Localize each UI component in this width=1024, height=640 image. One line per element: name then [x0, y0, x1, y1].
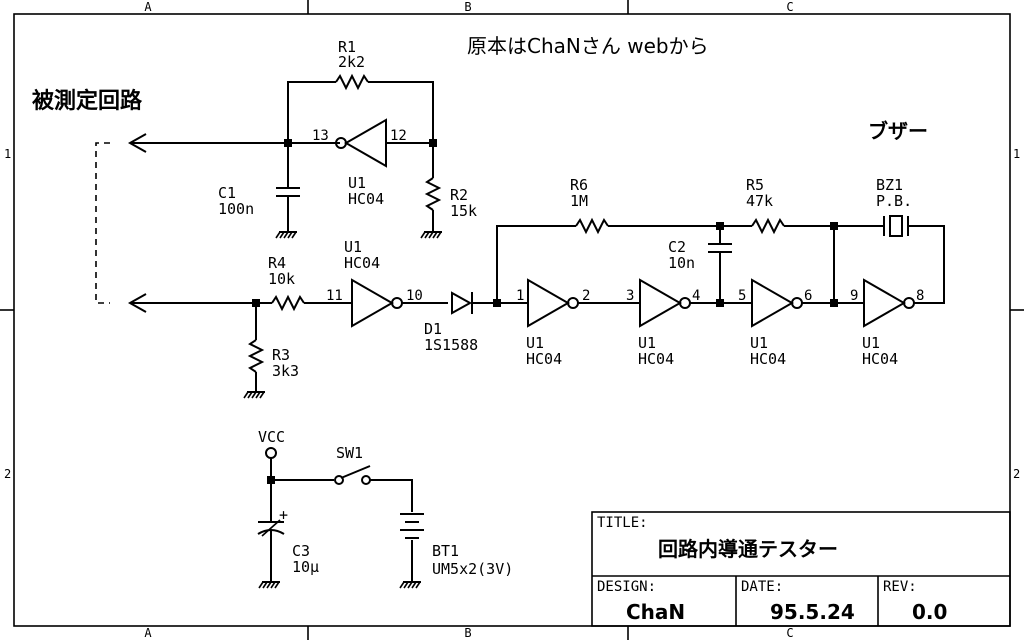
g1-pin-out: 12 [390, 128, 407, 144]
sw1-ref: SW1 [336, 444, 363, 462]
ground-icon [399, 581, 421, 589]
c3-capacitor [257, 519, 285, 582]
g5-type: HC04 [750, 350, 786, 368]
border-row-1-right: 1 [1013, 147, 1020, 161]
g2-ref: U1 [344, 238, 362, 256]
ground-symbols [243, 231, 442, 589]
r4-ref: R4 [268, 254, 286, 272]
c1-value: 100n [218, 200, 254, 218]
g4-type: HC04 [638, 350, 674, 368]
gate-u1-12-13 [335, 118, 433, 168]
bt1-ref: BT1 [432, 542, 459, 560]
r5-ref: R5 [746, 176, 764, 194]
border-col-c-top: C [786, 0, 793, 14]
dut-heading: 被測定回路 [32, 88, 143, 114]
probe-lower [127, 293, 272, 313]
border-col-a-bottom: A [144, 626, 152, 640]
gate-u1-1-2 [497, 278, 640, 328]
bt1-value: UM5x2(3V) [432, 560, 513, 578]
probe-dashed-link [95, 142, 110, 304]
r1-ref: R1 [338, 38, 356, 56]
border-row-2-right: 2 [1013, 467, 1020, 481]
bz1-value: P.B. [876, 192, 912, 210]
c1-capacitor [276, 143, 300, 232]
r2-ref: R2 [450, 186, 468, 204]
border-row-2-left: 2 [4, 467, 11, 481]
g2-type: HC04 [344, 254, 380, 272]
border-col-c-bottom: C [786, 626, 793, 640]
date-value: 95.5.24 [770, 600, 855, 624]
g5-ref: U1 [750, 334, 768, 352]
g1-pin-in: 13 [312, 128, 329, 144]
probe-upper [127, 133, 340, 153]
g6-pin-in: 9 [850, 288, 858, 304]
g4-ref: U1 [638, 334, 656, 352]
r3-ref: R3 [272, 346, 290, 364]
g3-pin-out: 2 [582, 288, 590, 304]
g3-ref: U1 [526, 334, 544, 352]
ground-icon [258, 581, 280, 589]
r3-value: 3k3 [272, 362, 299, 380]
bz1-buzzer [883, 215, 945, 304]
c2-ref: C2 [668, 238, 686, 256]
border-col-b-bottom: B [464, 626, 471, 640]
gate-u1-9-8 [863, 278, 944, 328]
c2-value: 10n [668, 254, 695, 272]
g3-pin-in: 1 [516, 288, 524, 304]
g6-type: HC04 [862, 350, 898, 368]
border-col-b-top: B [464, 0, 471, 14]
r4-resistor [271, 294, 352, 312]
g4-pin-out: 4 [692, 288, 700, 304]
border-row-1-left: 1 [4, 147, 11, 161]
buzzer-heading: ブザー [868, 119, 928, 143]
title-label: TITLE: [597, 515, 648, 531]
vcc-label: VCC [258, 428, 285, 446]
ground-icon [420, 231, 442, 239]
c3-ref: C3 [292, 542, 310, 560]
rev-value: 0.0 [912, 600, 947, 624]
r3-resistor [247, 303, 265, 392]
d1-ref: D1 [424, 320, 442, 338]
c3-plus: + [279, 506, 288, 524]
design-label: DESIGN: [597, 579, 656, 595]
g4-pin-in: 3 [626, 288, 634, 304]
source-note: 原本はChaNさん webから [467, 34, 709, 58]
g6-pin-out: 8 [916, 288, 924, 304]
r2-value: 15k [450, 202, 477, 220]
bt1-battery [400, 513, 424, 582]
d1-value: 1S1588 [424, 336, 478, 354]
r4-value: 10k [268, 270, 295, 288]
ground-icon [275, 231, 297, 239]
g2-pin-in: 11 [326, 288, 343, 304]
gate-u1-11-10 [351, 278, 448, 328]
r1-resistor [287, 73, 434, 143]
c1-ref: C1 [218, 184, 236, 202]
r1-value: 2k2 [338, 53, 365, 71]
r6-ref: R6 [570, 176, 588, 194]
rev-label: REV: [883, 579, 917, 595]
g6-ref: U1 [862, 334, 880, 352]
g2-pin-out: 10 [406, 288, 423, 304]
r6-value: 1M [570, 192, 588, 210]
g3-type: HC04 [526, 350, 562, 368]
g1-ref: U1 [348, 174, 366, 192]
ground-icon [243, 391, 265, 399]
r2-resistor [424, 143, 442, 232]
g5-pin-out: 6 [804, 288, 812, 304]
title-value: 回路内導通テスター [658, 537, 838, 561]
date-label: DATE: [741, 579, 783, 595]
power-wiring [265, 447, 413, 522]
r5-value: 47k [746, 192, 773, 210]
border-col-a-top: A [144, 0, 152, 14]
title-block [591, 511, 1011, 627]
bz1-ref: BZ1 [876, 176, 903, 194]
junction-dots [252, 139, 838, 484]
design-value: ChaN [626, 600, 685, 624]
g5-pin-in: 5 [738, 288, 746, 304]
c3-value: 10μ [292, 558, 319, 576]
g1-type: HC04 [348, 190, 384, 208]
